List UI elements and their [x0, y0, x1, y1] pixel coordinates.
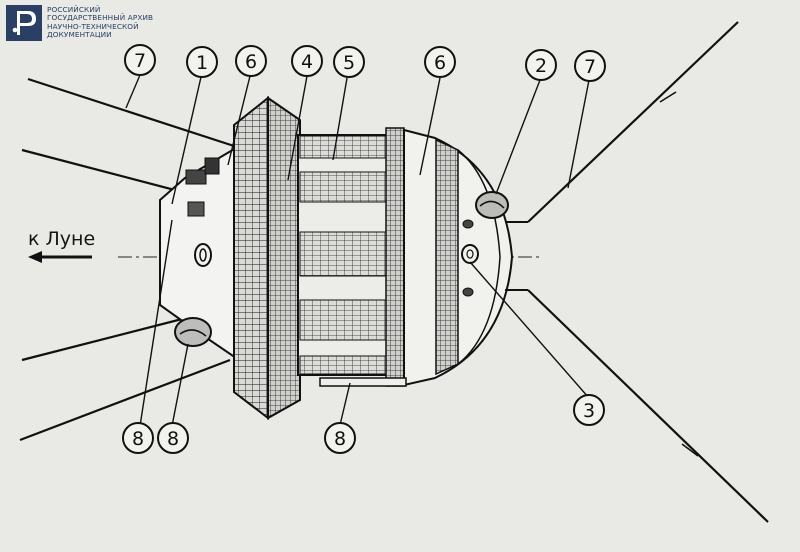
- callout-label: 6: [434, 52, 446, 74]
- callout-label: 8: [167, 428, 179, 450]
- callout-4: 4: [291, 45, 323, 77]
- direction-arrow: [28, 251, 92, 263]
- callout-2: 2: [525, 49, 557, 81]
- callout-label: 5: [343, 52, 355, 74]
- callout-7-right: 7: [574, 50, 606, 82]
- callout-label: 7: [134, 50, 146, 72]
- main-body: [297, 127, 405, 387]
- archive-name-line: ДОКУМЕНТАЦИИ: [47, 30, 112, 40]
- callout-label: 8: [132, 428, 144, 450]
- callout-3: 3: [573, 394, 605, 426]
- rear-compartment: [403, 128, 528, 387]
- callout-7-left: 7: [124, 44, 156, 76]
- callout-label: 7: [584, 56, 596, 78]
- callout-label: 4: [301, 51, 313, 73]
- archive-watermark: РОССИЙСКИЙ ГОСУДАРСТВЕННЫЙ АРХИВ НАУЧНО-…: [6, 5, 153, 41]
- sensor-2-icon: [475, 191, 509, 219]
- archive-name-line: РОССИЙСКИЙ: [47, 5, 101, 14]
- leader-lines: [125, 74, 590, 427]
- callout-label: 6: [245, 51, 257, 73]
- archive-name-line: НАУЧНО-ТЕХНИЧЕСКОЙ: [47, 21, 139, 31]
- archive-logo: [6, 5, 42, 41]
- archive-name-line: ГОСУДАРСТВЕННЫЙ АРХИВ: [47, 13, 154, 23]
- callout-6-right: 6: [424, 46, 456, 78]
- callout-6-left: 6: [235, 45, 267, 77]
- bottom-rod: [319, 377, 407, 387]
- callout-label: 3: [583, 400, 595, 422]
- right-antennas: [527, 21, 769, 523]
- port-icon: [194, 243, 212, 267]
- instrument-compartment: [159, 146, 237, 360]
- solar-panel-large: [233, 95, 301, 421]
- callout-1: 1: [186, 46, 218, 78]
- callout-8-b: 8: [157, 422, 189, 454]
- callout-label: 1: [196, 52, 208, 74]
- callout-label: 8: [334, 428, 346, 450]
- direction-label: к Луне: [28, 228, 96, 250]
- callout-label: 2: [535, 55, 547, 77]
- callout-8-c: 8: [324, 422, 356, 454]
- callout-5: 5: [333, 46, 365, 78]
- archive-name: РОССИЙСКИЙ ГОСУДАРСТВЕННЫЙ АРХИВ НАУЧНО-…: [47, 5, 154, 40]
- callout-8-a: 8: [122, 422, 154, 454]
